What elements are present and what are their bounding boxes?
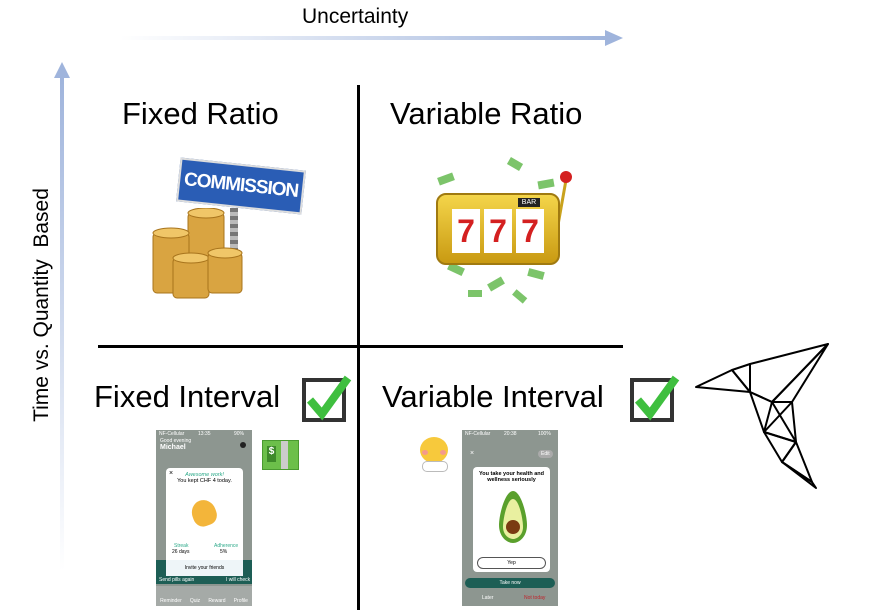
user-name: Michael: [160, 444, 186, 451]
checkbox-checked-icon: [630, 375, 680, 422]
quadrant-title-fixed-ratio: Fixed Ratio: [122, 96, 279, 131]
reel-2: 7: [484, 209, 512, 253]
bar-label: BAR: [518, 198, 540, 207]
flying-money-icon: [437, 157, 572, 304]
commission-sign: COMMISSION: [176, 157, 306, 215]
edit-button[interactable]: Edit: [538, 450, 553, 458]
slot-machine-body: BAR 7 7 7: [436, 193, 560, 265]
phone-screenshot-fixed-interval: NF-Cellular 13:35 90% Good evening Micha…: [156, 430, 252, 606]
take-now-button[interactable]: Take now: [465, 578, 555, 588]
check-link[interactable]: I will check: [226, 577, 251, 583]
clapping-hands-icon: [188, 496, 220, 530]
phone-screenshot-variable-interval: NF-Cellular 20:38 100% × Edit You take y…: [462, 430, 558, 606]
tab-bar: Reminder Quiz Reward Profile: [156, 586, 252, 606]
checkbox-checked-icon: [302, 375, 352, 422]
quadrant-title-variable-interval: Variable Interval: [382, 379, 604, 414]
slot-machine-image: BAR 7 7 7: [428, 155, 578, 305]
hugging-face-emoji-icon: [418, 437, 450, 472]
send-again-link[interactable]: Send pills again: [159, 577, 195, 583]
adherence-label: Adherence: [214, 543, 239, 549]
status-battery: 100%: [538, 431, 551, 437]
reward-modal: × Awesome work! You kept CHF 4 today. St…: [166, 468, 243, 576]
close-icon[interactable]: ×: [470, 450, 475, 457]
modal-text: You take your health and wellness seriou…: [479, 471, 544, 483]
x-axis-arrow: [120, 30, 623, 46]
help-icon[interactable]: [240, 442, 246, 448]
later-button[interactable]: Later: [482, 595, 494, 601]
origami-hummingbird-icon: [695, 343, 829, 489]
encouragement-modal: You take your health and wellness seriou…: [473, 467, 550, 572]
status-carrier: NF-Cellular: [465, 431, 491, 437]
adherence-value: 5%: [220, 549, 228, 555]
tab-profile[interactable]: Profile: [233, 598, 248, 604]
avocado-icon: [499, 491, 527, 543]
modal-text: You kept CHF 4 today.: [177, 478, 232, 484]
not-today-button[interactable]: Not today: [524, 595, 546, 601]
x-axis-label: Uncertainty: [302, 5, 409, 28]
y-axis-label: Time vs. Quantity Based: [30, 188, 53, 422]
yep-button[interactable]: Yep: [477, 557, 546, 569]
close-icon[interactable]: ×: [169, 470, 174, 477]
status-carrier: NF-Cellular: [159, 431, 185, 437]
quadrant-title-fixed-interval: Fixed Interval: [94, 379, 281, 414]
coin-stacks-icon: [152, 208, 243, 299]
greeting: Good evening: [160, 438, 192, 444]
modal-title: Awesome work!: [185, 472, 224, 478]
streak-value: 26 days: [172, 549, 190, 555]
commission-image: COMMISSION: [148, 157, 306, 303]
reel-3: 7: [516, 209, 544, 253]
tab-reminder[interactable]: Reminder: [160, 598, 182, 604]
horizontal-divider: [98, 345, 623, 348]
invite-friends-button[interactable]: Invite your friends: [166, 560, 243, 576]
quadrant-title-variable-ratio: Variable Ratio: [390, 96, 583, 131]
tab-quiz[interactable]: Quiz: [189, 598, 201, 604]
money-bill-icon: $: [262, 440, 299, 470]
y-axis-arrow: [54, 62, 70, 571]
status-battery: 90%: [234, 431, 245, 437]
streak-label: Streak: [174, 543, 189, 549]
reel-1: 7: [452, 209, 480, 253]
status-time: 13:35: [198, 431, 211, 437]
status-time: 20:38: [504, 431, 517, 437]
tab-reward[interactable]: Reward: [208, 598, 226, 604]
